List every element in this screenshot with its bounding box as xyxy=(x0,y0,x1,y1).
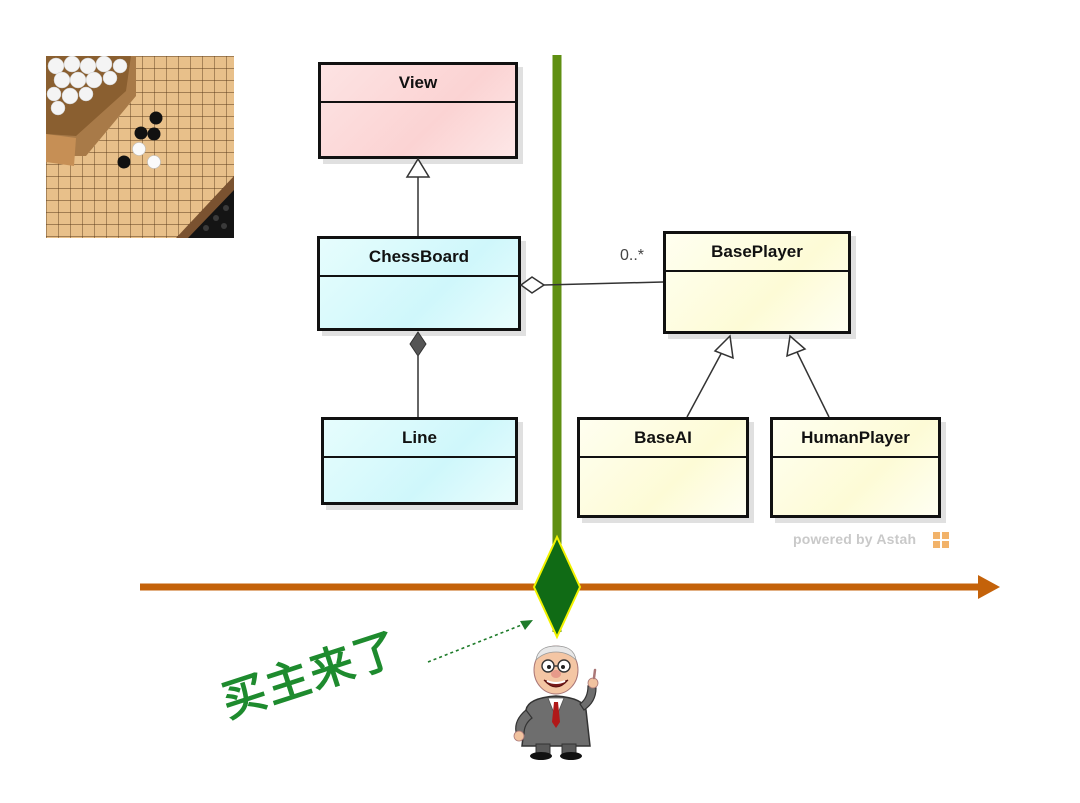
callout-pointer xyxy=(427,623,525,663)
multiplicity-label: 0..* xyxy=(620,247,645,264)
astah-watermark: powered by Astah xyxy=(793,531,917,547)
generalization-arrowhead-baseai xyxy=(713,334,734,360)
generalization-arrowhead-humanplayer xyxy=(786,334,807,358)
timeline-arrowhead xyxy=(978,575,1000,599)
class-humanplayer-name: HumanPlayer xyxy=(773,420,938,458)
generalization-arrowhead-view xyxy=(405,157,431,178)
class-baseplayer: BasePlayer xyxy=(663,231,851,334)
generalization-humanplayer-baseplayer xyxy=(796,351,830,418)
class-line: Line xyxy=(321,417,518,505)
class-line-name: Line xyxy=(324,420,515,458)
generalization-baseai-baseplayer xyxy=(686,351,723,418)
class-chessboard: ChessBoard xyxy=(317,236,521,331)
class-humanplayer: HumanPlayer xyxy=(770,417,941,518)
businessman-figure xyxy=(513,645,599,760)
class-baseplayer-name: BasePlayer xyxy=(666,234,848,272)
callout-pointer-head xyxy=(520,620,533,630)
composition-diamond xyxy=(409,331,427,357)
class-baseai-name: BaseAI xyxy=(580,420,746,458)
aggregation-chessboard-baseplayer xyxy=(543,281,664,286)
astah-logo-icon xyxy=(933,532,949,548)
go-board-photo xyxy=(46,56,234,238)
class-view-name: View xyxy=(321,65,515,103)
intersection-diamond xyxy=(532,534,582,640)
class-baseai: BaseAI xyxy=(577,417,749,518)
class-chessboard-name: ChessBoard xyxy=(320,239,518,277)
aggregation-diamond xyxy=(519,276,546,294)
class-view: View xyxy=(318,62,518,159)
